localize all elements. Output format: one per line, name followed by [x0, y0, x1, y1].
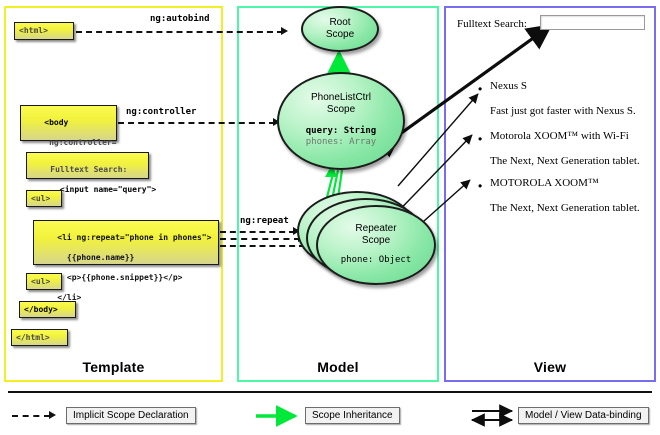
- dash-line-repeat-2: [220, 238, 300, 240]
- code-text-ul-open: <ul>: [31, 193, 51, 203]
- panel-view: View: [444, 6, 656, 382]
- code-text-li-line2: {{phone.name}}: [57, 253, 135, 262]
- scope-repeater-title-1: Repeater: [355, 223, 397, 234]
- code-text-html-close: </html>: [16, 332, 50, 342]
- scope-phonelistctrl-props: query: String phones: Array: [279, 126, 403, 148]
- scope-prop-phones: phones: Array: [305, 137, 377, 147]
- code-box-ul-open: <ul>: [26, 190, 62, 207]
- code-box-body-close: </body>: [19, 301, 76, 318]
- scope-root: Root Scope: [301, 6, 379, 52]
- dash-line-repeat-1: [220, 231, 295, 233]
- scope-repeater-title-2: Scope: [361, 235, 391, 246]
- phone-name-3: MOTOROLA XOOM™: [490, 177, 599, 189]
- panel-template-label: Template: [82, 359, 145, 375]
- dash-head-controller: [273, 118, 280, 126]
- legend-dash-line: [12, 415, 50, 417]
- code-text-ul-close: <ul>: [31, 276, 51, 286]
- list-bullet-1: •: [478, 82, 483, 96]
- code-text-body-line1: <body: [44, 118, 69, 127]
- code-text-li-line3: <p>{{phone.snippet}}</p>: [57, 273, 183, 282]
- code-box-html-close: </html>: [11, 329, 68, 346]
- dash-line-autobind: [76, 31, 283, 33]
- scope-root-title-1: Root: [329, 17, 351, 28]
- code-text-search-input: <input name="query">: [50, 185, 157, 194]
- code-box-fulltext-search: Fulltext Search: <input name="query">: [26, 152, 156, 194]
- code-text-body-line2: ng:controller=: [44, 138, 117, 147]
- code-box-li-repeat: <li ng:repeat="phone in phones"> {{phone…: [33, 220, 219, 302]
- search-input[interactable]: [540, 15, 645, 30]
- legend-dash-head: [49, 411, 56, 419]
- scope-phonelistctrl-title-1: PhoneListCtrl: [310, 92, 372, 103]
- scope-phonelistctrl: PhoneListCtrl Scope query: String phones…: [277, 72, 405, 170]
- arrow-label-controller: ng:controller: [126, 107, 197, 117]
- dash-line-controller: [118, 122, 275, 124]
- phone-snippet-2: The Next, Next Generation tablet.: [490, 155, 640, 167]
- scope-repeater-front: Repeater Scope phone: Object: [316, 205, 436, 285]
- code-text-li-line4: </li>: [57, 293, 82, 302]
- view-search-label: Fulltext Search:: [457, 18, 527, 30]
- dash-head-autobind: [281, 27, 288, 35]
- list-bullet-3: •: [478, 179, 483, 193]
- phone-name-2: Motorola XOOM™ with Wi-Fi: [490, 130, 629, 142]
- legend-model-view-data-binding: Model / View Data-binding: [518, 407, 649, 424]
- panel-model-label: Model: [317, 359, 359, 375]
- code-text-body-close: </body>: [24, 304, 58, 314]
- arrow-label-autobind: ng:autobind: [150, 14, 210, 24]
- panel-view-label: View: [533, 359, 567, 375]
- code-box-ul-close: <ul>: [26, 273, 62, 290]
- scope-prop-query: query: String: [305, 126, 377, 136]
- dash-head-repeat-1: [293, 227, 300, 235]
- code-text-li-line1: <li ng:repeat="phone in phones">: [57, 233, 212, 242]
- legend-divider: [8, 391, 652, 393]
- phone-snippet-1: Fast just got faster with Nexus S.: [490, 105, 636, 117]
- code-box-html-open: <html>: [14, 22, 74, 40]
- dash-line-repeat-3: [220, 245, 305, 247]
- code-text-html-open: <html>: [19, 26, 48, 35]
- scope-root-title-2: Scope: [325, 29, 355, 40]
- scope-phonelistctrl-title-2: Scope: [326, 104, 356, 115]
- legend-implicit-scope-declaration: Implicit Scope Declaration: [66, 407, 196, 424]
- arrow-label-repeat: ng:repeat: [240, 216, 289, 226]
- code-box-body-open: <body ng:controller= "PhoneListCtrl">: [20, 105, 126, 167]
- legend-scope-inheritance: Scope Inheritance: [305, 407, 400, 424]
- code-text-search-label: Fulltext Search:: [50, 165, 128, 174]
- list-bullet-2: •: [478, 132, 483, 146]
- phone-name-1: Nexus S: [490, 80, 527, 92]
- phone-snippet-3: The Next, Next Generation tablet.: [490, 202, 640, 214]
- scope-prop-phone: phone: Object: [340, 255, 412, 265]
